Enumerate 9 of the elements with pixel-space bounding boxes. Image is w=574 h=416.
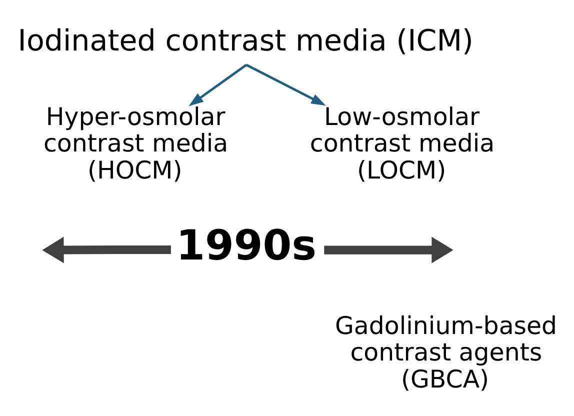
node-text: Gadolinium-based contrast agents (GBCA) [334, 310, 558, 394]
node-text: Iodinated contrast media (ICM) [18, 22, 474, 57]
node-text: Low-osmolar contrast media (LOCM) [310, 101, 495, 184]
node-text: Hyper-osmolar contrast media (HOCM) [43, 101, 228, 184]
arrow [324, 236, 454, 263]
arrow [42, 236, 171, 263]
node-text: 1990s [176, 220, 316, 269]
arrow [246, 63, 326, 106]
arrow [188, 63, 248, 106]
